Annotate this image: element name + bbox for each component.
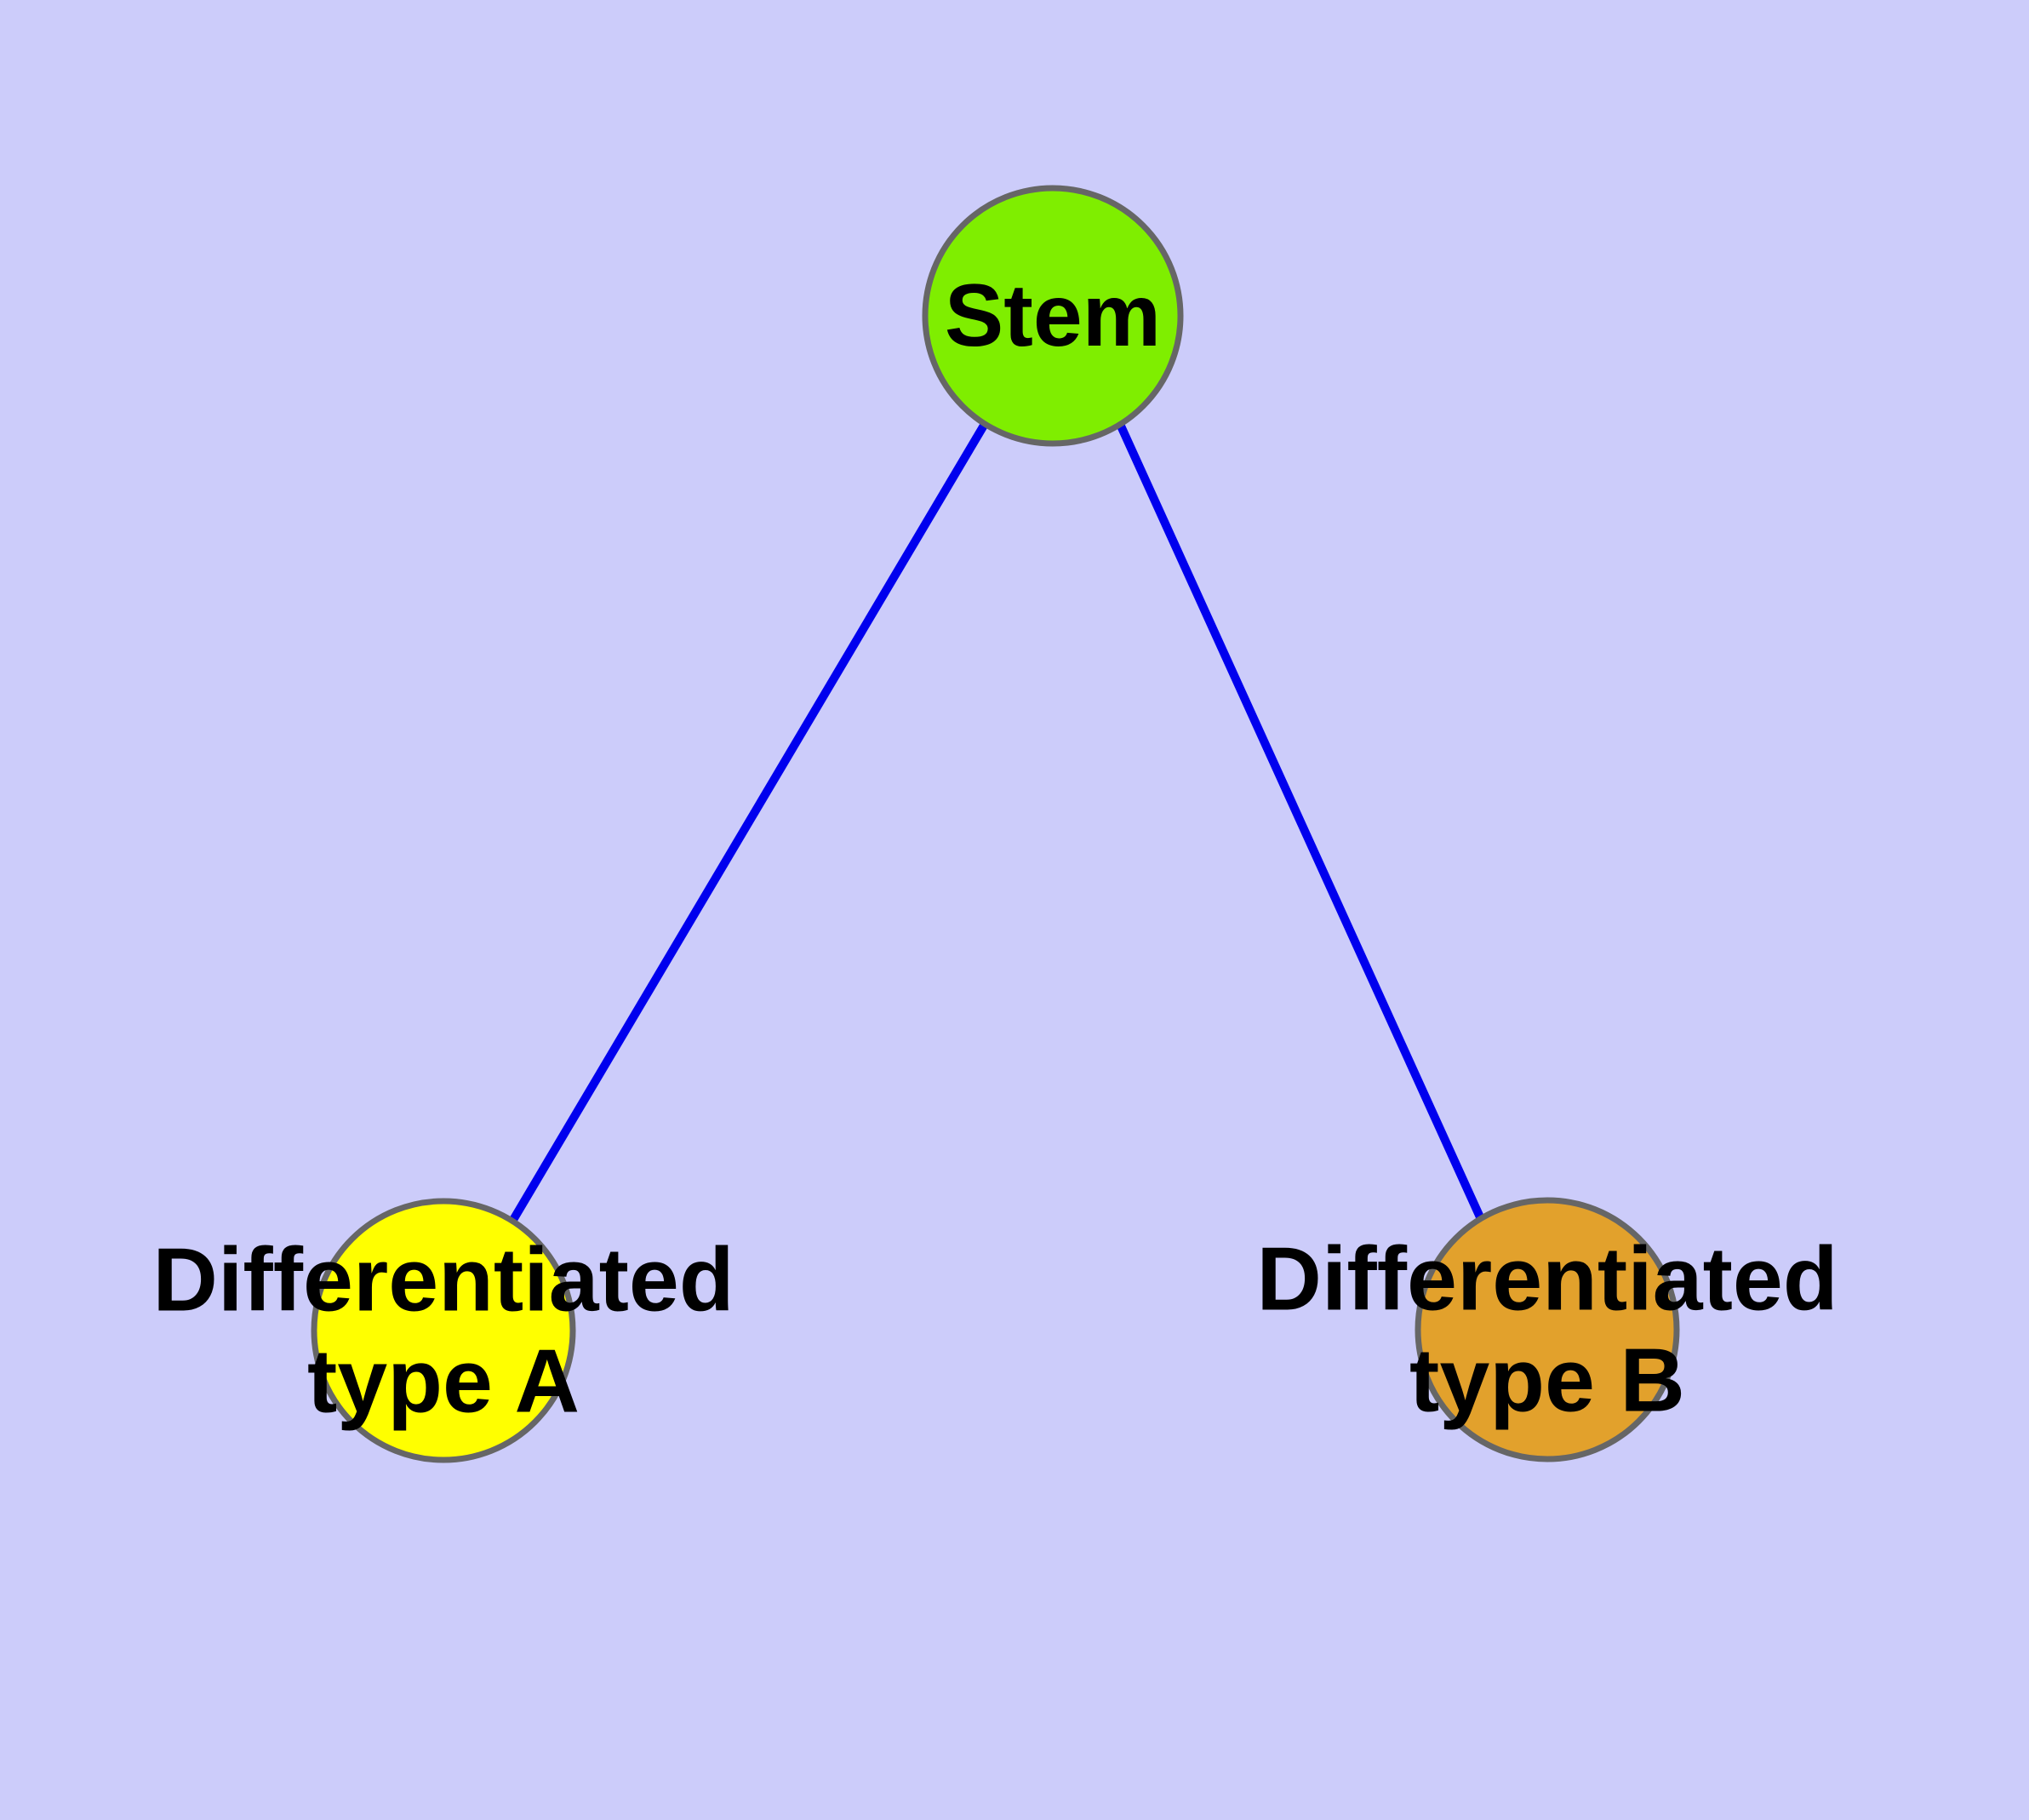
edge-stem-to-diff-b[interactable] [1115, 420, 1485, 1222]
node-circle-diff-b[interactable] [1415, 1197, 1680, 1462]
node-layer [311, 185, 1680, 1463]
node-circle-diff-a[interactable] [311, 1198, 576, 1463]
edge-stem-to-diff-a[interactable] [509, 421, 989, 1222]
edge-layer [509, 420, 1485, 1222]
node-circle-stem[interactable] [922, 185, 1184, 447]
